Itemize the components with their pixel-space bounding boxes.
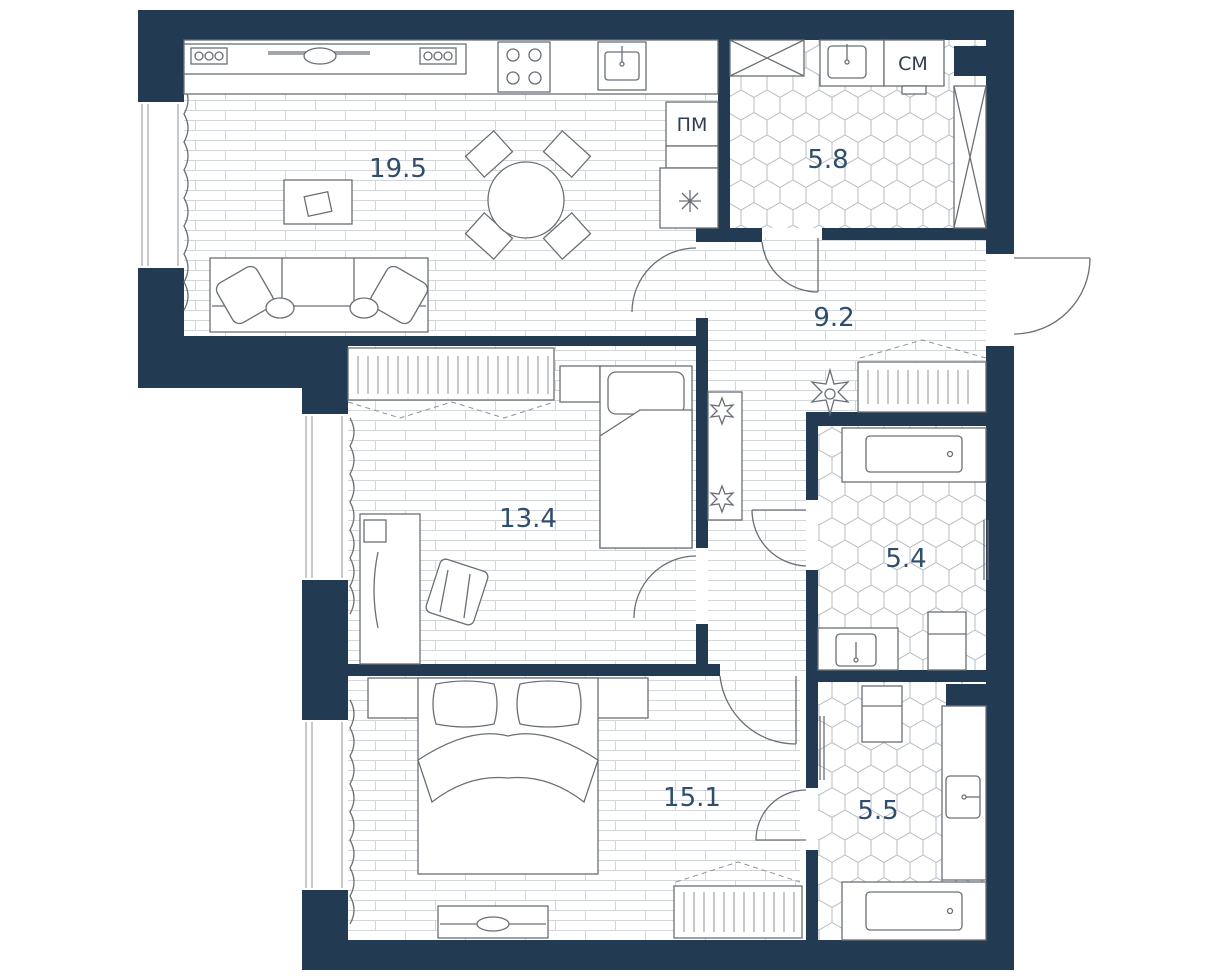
hall-bench — [707, 391, 743, 521]
room-area-hallway: 9.2 — [813, 303, 854, 333]
sink-icon — [827, 44, 867, 79]
room-area-bathroom-bottom: 5.5 — [857, 796, 898, 826]
coffee-table — [283, 179, 353, 225]
bathroom-top-fixtures: СМ — [729, 39, 987, 229]
tv-icon — [437, 905, 549, 939]
bathtub-icon — [841, 881, 987, 941]
wardrobe-master — [673, 861, 803, 939]
toilet-icon — [927, 611, 967, 671]
plant-icon — [810, 367, 850, 417]
doors — [631, 238, 1091, 841]
stove-icon — [497, 41, 551, 93]
cooktop-left-icon — [190, 47, 228, 65]
kitchen-counter: ПМ — [183, 39, 719, 229]
hood-icon — [268, 47, 370, 65]
desk — [359, 513, 421, 665]
dining-table — [464, 129, 592, 261]
fridge-icon — [659, 167, 719, 229]
bathtub-icon — [841, 427, 987, 483]
single-bed — [559, 365, 693, 549]
wardrobe-small-bedroom — [347, 347, 555, 419]
room-area-bedroom-small: 13.4 — [499, 504, 557, 534]
dishwasher-label: ПМ — [677, 114, 708, 136]
sofa — [209, 257, 429, 333]
sink-icon — [817, 627, 899, 671]
bathroom-middle-fixtures — [817, 427, 989, 671]
room-area-bedroom-master: 15.1 — [663, 783, 721, 813]
office-chair — [425, 558, 489, 626]
double-bed — [367, 677, 649, 875]
washing-machine-label: СМ — [898, 53, 928, 75]
room-area-bathroom-top: 5.8 — [807, 145, 848, 175]
sink-icon — [597, 41, 647, 91]
bathroom-bottom-fixtures — [819, 685, 987, 941]
interior-walls — [348, 40, 988, 940]
room-area-living: 19.5 — [369, 154, 427, 184]
windows — [141, 85, 355, 925]
sink-icon — [945, 775, 981, 819]
hall-closet — [857, 339, 987, 413]
cooktop-right-icon — [419, 47, 457, 65]
toilet-icon — [861, 685, 903, 743]
room-area-bathroom-middle: 5.4 — [885, 544, 926, 574]
